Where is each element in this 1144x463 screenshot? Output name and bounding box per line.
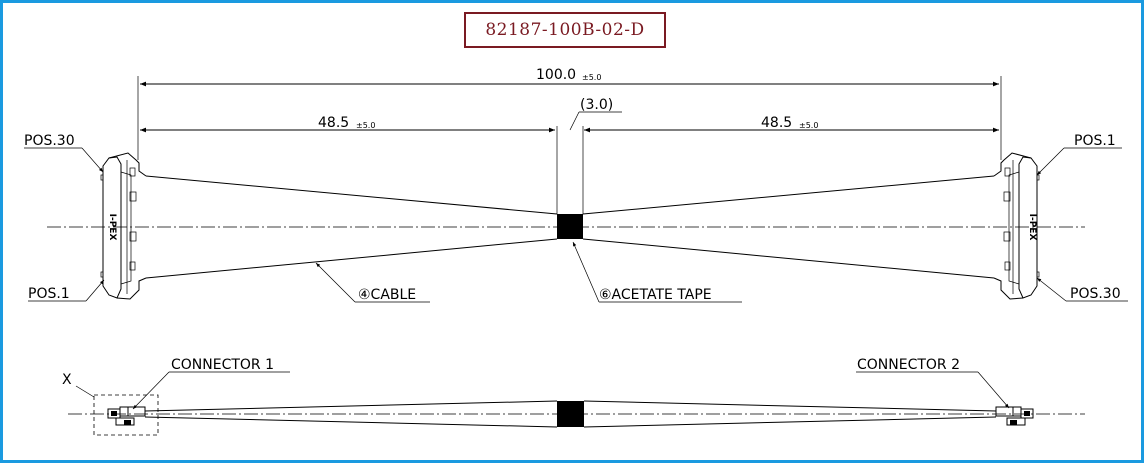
left-connector-marking: I-PEX: [107, 214, 117, 241]
left-connector-top: I-PEX: [100, 152, 147, 300]
pos1-right-label: POS.1: [1074, 133, 1116, 149]
pos30-right-label: POS.30: [1070, 286, 1121, 302]
cable-label: ④CABLE: [358, 287, 416, 303]
tape-width-dimension: (3.0): [556, 97, 622, 214]
left-dimension: 48.5 ±5.0: [140, 115, 555, 133]
connector1-label: CONNECTOR 1: [171, 357, 274, 373]
pos30-right-callout: POS.30: [1036, 277, 1128, 302]
right-length-value: 48.5: [761, 115, 792, 131]
acetate-tape: [557, 214, 583, 239]
left-length-tolerance: ±5.0: [356, 121, 375, 130]
tape-width-value: (3.0): [580, 97, 613, 113]
acetate-tape-callout: ⑥ACETATE TAPE: [572, 241, 742, 303]
connector2-callout: CONNECTOR 2: [856, 357, 1010, 409]
detail-x-callout: X: [62, 372, 95, 398]
part-number-title: 82187-100B-02-D: [464, 12, 666, 48]
overall-length-tolerance: ±5.0: [582, 73, 601, 82]
right-connector-top: [993, 152, 1040, 300]
cable-callout: ④CABLE: [315, 262, 430, 303]
detail-x-label: X: [62, 372, 72, 388]
cable-assembly-drawing: 100.0 ±5.0 48.5 ±5.0 48.5 ±5.0 (3.0): [24, 67, 1128, 436]
overall-length-value: 100.0: [536, 67, 576, 83]
connector2-label: CONNECTOR 2: [857, 357, 960, 373]
cable-outline-side: [144, 400, 997, 428]
right-length-tolerance: ±5.0: [799, 121, 818, 130]
connector1-callout: CONNECTOR 1: [132, 357, 290, 410]
right-dimension: 48.5 ±5.0: [584, 115, 999, 133]
detail-x-box: [93, 394, 159, 436]
connector2-side: [995, 406, 1034, 426]
left-length-value: 48.5: [318, 115, 349, 131]
acetate-tape-side: [557, 401, 584, 427]
cable-outline-top: [145, 175, 995, 279]
pos30-left-callout: POS.30: [24, 133, 104, 173]
right-connector-marking: I-PEX: [1027, 214, 1037, 241]
pos30-left-label: POS.30: [24, 133, 75, 149]
acetate-tape-label: ⑥ACETATE TAPE: [599, 287, 712, 303]
pos1-left-callout: POS.1: [28, 279, 105, 302]
pos1-left-label: POS.1: [28, 286, 70, 302]
pos1-right-callout: POS.1: [1036, 133, 1122, 176]
overall-dimension: 100.0 ±5.0: [137, 67, 1002, 160]
connector1-side: [107, 406, 146, 426]
